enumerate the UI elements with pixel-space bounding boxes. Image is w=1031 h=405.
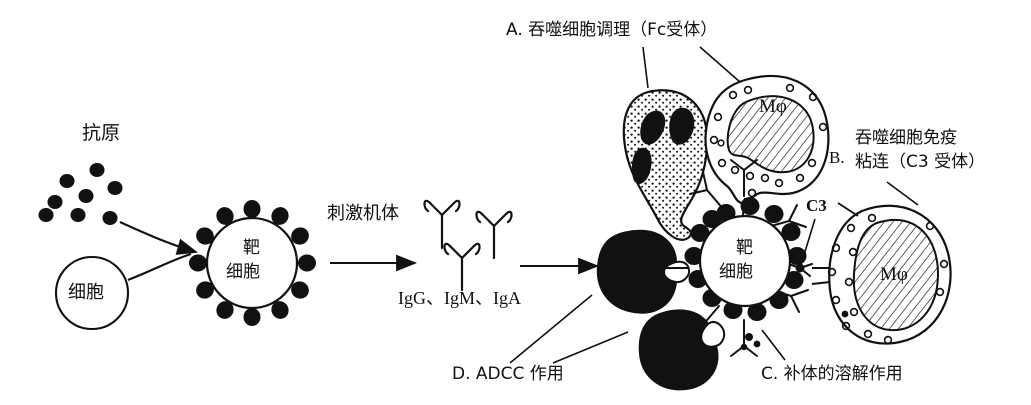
antibody-classes-label: IgG、IgM、IgA [398, 288, 521, 308]
target-cell-label-1a: 靶 [243, 238, 260, 258]
free-antibody-group [423, 199, 513, 292]
leader-b-to-macrophage [886, 181, 919, 206]
plain-cell-outline [54, 255, 130, 331]
c3-molecule-dot [795, 263, 805, 273]
macrophage-label-right: Mφ [880, 264, 908, 285]
leader-a-to-macrophage [699, 46, 741, 83]
leader-d-to-killer-2 [552, 331, 629, 364]
annotation-c: C. 补体的溶解作用 [761, 364, 903, 384]
macrophage-right [811, 202, 952, 345]
target-cell-label-1b: 细胞 [226, 262, 260, 282]
complement-cluster [740, 333, 761, 351]
killer-cell-2 [638, 309, 726, 391]
arrow-cell-to-target [127, 252, 192, 281]
annotation-d: D. ADCC 作用 [452, 364, 564, 384]
macrophage-label-top: Mφ [759, 96, 787, 117]
annotation-b-line1: 吞噬细胞免疫 [855, 128, 957, 148]
plain-cell-label: 细胞 [68, 282, 104, 303]
stimulate-label: 刺激机体 [327, 203, 399, 224]
antibody-3 [475, 210, 513, 260]
leader-c-to-complement [761, 329, 786, 361]
antigen-dot-cluster [38, 163, 123, 225]
annotation-a: A. 吞噬细胞调理（Fc受体） [506, 20, 718, 40]
antibody-1 [423, 199, 461, 250]
macrophage-top [704, 75, 830, 223]
annotation-b-line2: 粘连（C3 受体） [855, 152, 986, 172]
annotation-b-id: B. [829, 148, 845, 167]
antigen-label: 抗原 [82, 122, 121, 144]
arrow-antigen-to-target [119, 221, 199, 255]
c3-label: C3 [806, 196, 827, 215]
neutrophil-cell [622, 89, 709, 241]
target-cell-label-3a: 靶 [736, 238, 753, 258]
antibody-2 [443, 242, 481, 292]
killer-cell-1 [596, 229, 691, 314]
leader-d-to-killer-1 [509, 294, 593, 364]
leader-a-to-neutrophil [642, 46, 649, 89]
target-cell-stage1 [189, 200, 316, 326]
target-cell-label-3b: 细胞 [719, 262, 753, 282]
target-cell-stage3 [684, 197, 807, 321]
